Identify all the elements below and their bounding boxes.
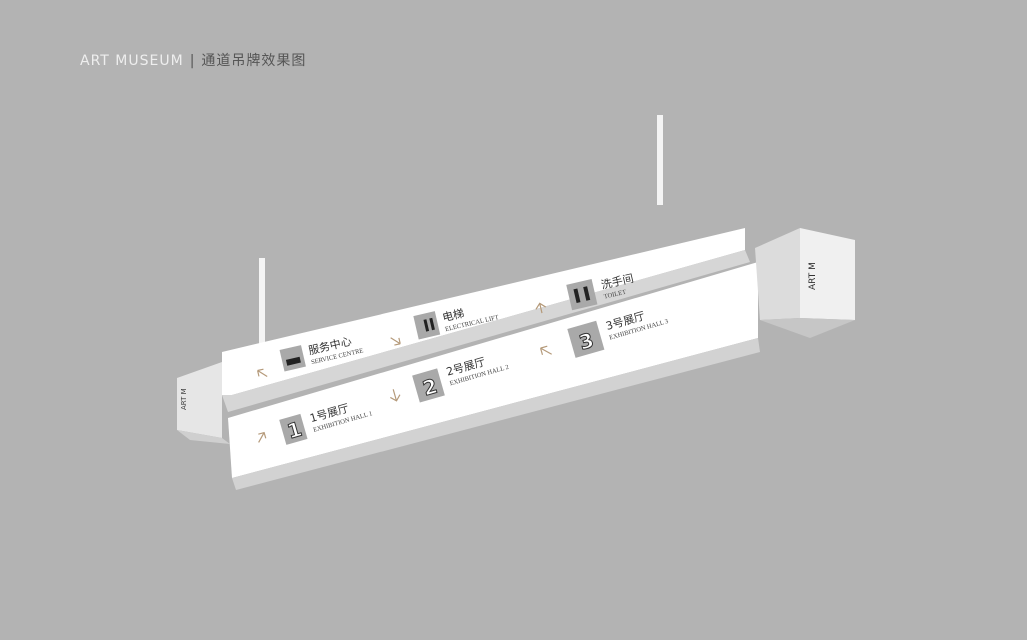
lower-sign (228, 262, 760, 490)
arrow-up-right-icon (258, 431, 267, 443)
left-hanging-rod (259, 258, 265, 348)
left-end-cap: ART M (177, 362, 230, 444)
elevator-cn-label: 电梯 (441, 307, 465, 325)
arrow-up-left-icon (257, 368, 268, 378)
right-hanging-rod (657, 115, 663, 205)
arrow-up-icon (535, 302, 547, 314)
arrow-down-icon (390, 389, 401, 402)
subtitle-text: 通道吊牌效果图 (201, 53, 307, 69)
hall-3-number-icon (567, 320, 605, 358)
toilet-icon (566, 279, 598, 311)
brand-text: ART MUSEUM (80, 53, 184, 69)
right-end-cap: ART M (755, 228, 855, 338)
arrow-down-right-icon (390, 337, 401, 346)
hall-1-number-icon (279, 413, 308, 445)
title-separator: | (189, 53, 196, 69)
toilet-en-label: TOILET (603, 289, 627, 301)
upper-sign (222, 228, 750, 412)
hall-2-number-icon (412, 368, 445, 403)
cap-logo: ART M (180, 388, 188, 410)
cap-logo: ART M (808, 262, 818, 290)
page-title: ART MUSEUM | 通道吊牌效果图 (80, 50, 306, 70)
arrow-up-left-icon (539, 345, 552, 356)
